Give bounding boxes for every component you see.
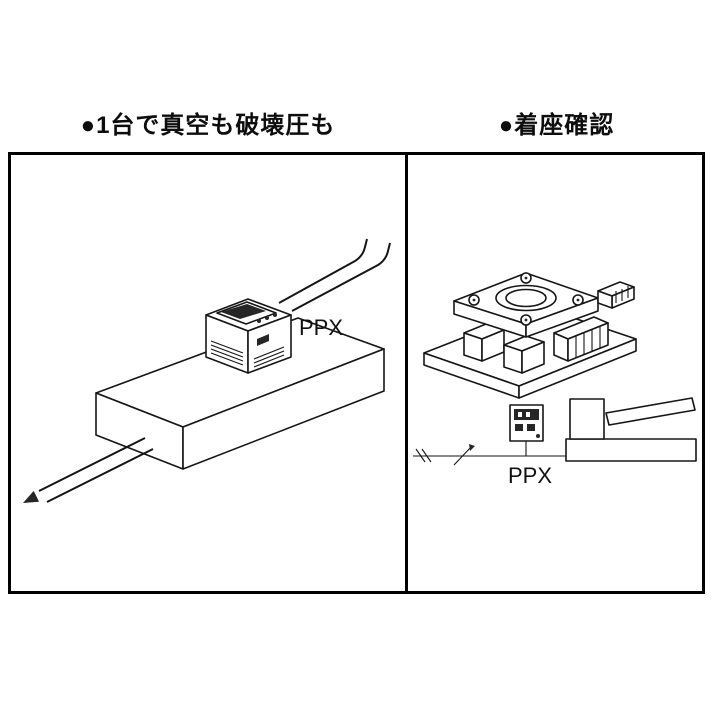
left-panel-title: ●1台で真空も破壊圧も [80,112,336,139]
left-device-label: PPX [299,315,343,340]
manifold-block [95,317,385,470]
left-panel: PPX [8,152,408,594]
sensor-cables [278,238,391,312]
right-device-label: PPX [508,463,552,488]
ppx-sensor [205,298,292,374]
right-panel: PPX [408,152,705,594]
right-panel-illustration: PPX [413,272,697,488]
flow-arrow [23,437,154,503]
clamp-fixture [423,272,637,399]
right-panel-title: ●着座確認 [498,112,615,139]
pneumatic-line [413,441,566,466]
clamp-bracket [565,397,697,462]
left-panel-illustration: PPX [23,238,391,503]
ppx-sensor-mini [509,404,544,442]
panels-row: PPX [8,152,705,594]
